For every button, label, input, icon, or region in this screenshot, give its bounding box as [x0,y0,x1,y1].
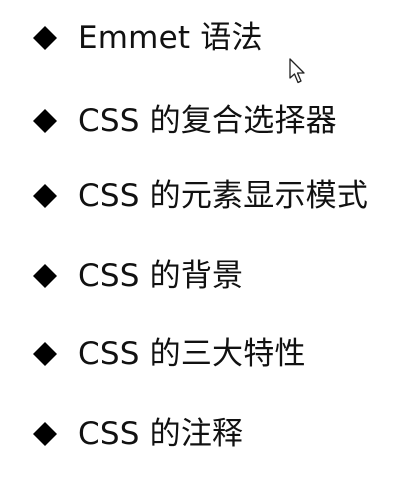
diamond-bullet-icon [30,181,60,211]
diamond-bullet-icon [30,339,60,369]
list-item-label: CSS 的元素显示模式 [78,177,369,214]
list-item: CSS 的复合选择器 [30,101,337,141]
diamond-bullet-icon [30,261,60,291]
diamond-bullet-icon [30,106,60,136]
list-item-label: CSS 的三大特性 [78,335,306,372]
list-item-label: Emmet 语法 [78,19,263,56]
list-item: Emmet 语法 [30,18,263,58]
list-item: CSS 的元素显示模式 [30,176,368,216]
diamond-bullet-icon [30,419,60,449]
list-item-label: CSS 的背景 [78,257,244,294]
list-item: CSS 的注释 [30,414,243,454]
list-item: CSS 的背景 [30,256,243,296]
diamond-bullet-icon [30,23,60,53]
list-item-label: CSS 的注释 [78,415,244,452]
mouse-pointer-icon [289,58,307,84]
list-item: CSS 的三大特性 [30,334,306,374]
list-item-label: CSS 的复合选择器 [78,102,337,139]
